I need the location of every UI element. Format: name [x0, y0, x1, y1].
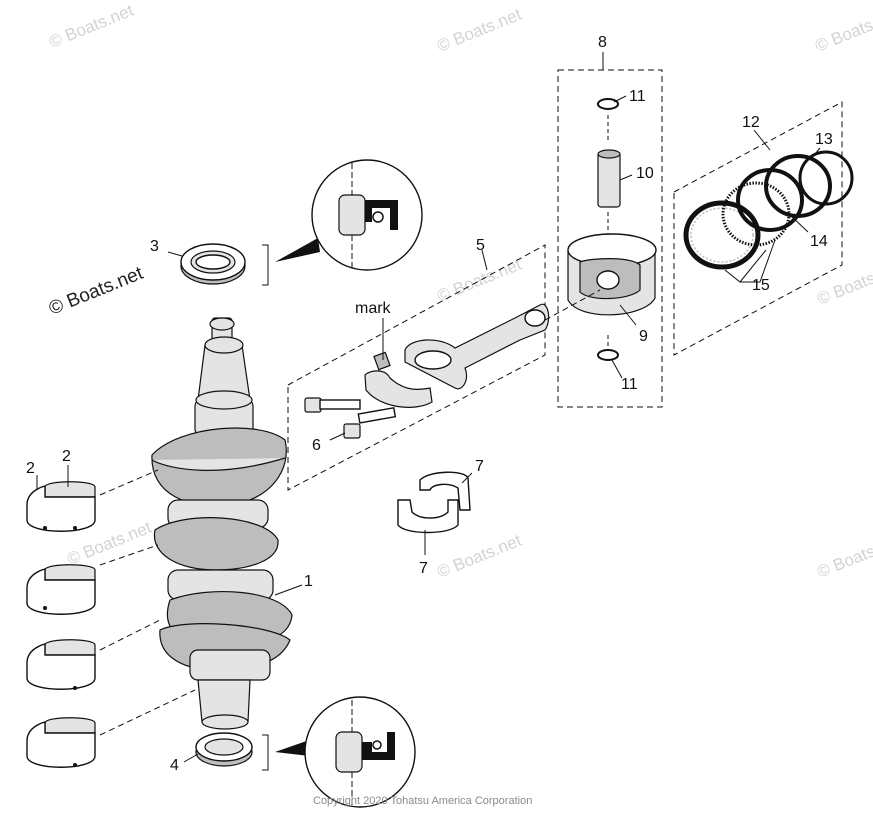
crankshaft — [151, 317, 293, 730]
oil-seal-upper — [180, 243, 246, 285]
mark-label: mark — [355, 300, 392, 317]
callout-3: 3 — [150, 238, 159, 255]
piston-group-box — [557, 69, 663, 408]
callout-1: 1 — [304, 573, 313, 590]
callout-11: 11 — [621, 376, 638, 393]
watermark: © Boats.net — [814, 258, 873, 309]
piston-pin-clip-lower — [597, 349, 619, 361]
callout-8: 8 — [598, 34, 607, 51]
con-rod-group-box — [287, 244, 546, 491]
connecting-rod-cap — [364, 351, 433, 408]
main-bearing-pair — [26, 481, 96, 532]
main-bearing-pair — [26, 717, 96, 768]
piston-rings — [683, 150, 854, 270]
callout-5: 5 — [476, 237, 485, 254]
leader-lines — [36, 52, 821, 763]
callout-13: 13 — [815, 131, 833, 148]
con-rod-bearings — [397, 471, 471, 534]
callout-11: 11 — [629, 88, 646, 105]
seal-orientation-detail-lower — [275, 696, 416, 808]
callout-7: 7 — [475, 458, 484, 475]
watermark: © Boats.net — [434, 531, 524, 582]
oil-seal-lower — [195, 732, 253, 767]
piston-pin — [597, 149, 621, 208]
main-bearing-pair — [26, 564, 96, 615]
main-bearings — [26, 481, 96, 768]
main-bearing-pair — [26, 639, 96, 690]
callout-2: 2 — [62, 448, 71, 465]
copyright: Copyright 2020 Tohatsu America Corporati… — [313, 795, 532, 807]
callout-4: 4 — [170, 757, 179, 774]
callout-14: 14 — [810, 233, 828, 250]
callout-10: 10 — [636, 165, 654, 182]
piston-pin-clip-upper — [597, 98, 619, 110]
watermark: © Boats.net — [814, 531, 873, 582]
callout-7: 7 — [419, 560, 428, 577]
watermark: © Boats.net — [46, 1, 136, 52]
piston — [567, 233, 657, 316]
callout-2: 2 — [26, 460, 35, 477]
seal-orientation-detail-upper — [275, 159, 423, 271]
callout-15: 15 — [752, 277, 770, 294]
con-rod-bolts — [304, 397, 397, 439]
callouts: 1 2 2 3 4 5 6 7 7 8 9 10 11 11 12 13 14 … — [26, 34, 833, 774]
callout-9: 9 — [639, 328, 648, 345]
connecting-rod — [404, 303, 550, 390]
watermark: © Boats.net — [434, 5, 524, 56]
callout-6: 6 — [312, 437, 321, 454]
piston-ring-group-box — [673, 101, 843, 356]
watermark: © Boats.net — [812, 5, 873, 56]
callout-12: 12 — [742, 114, 760, 131]
watermark-large: © Boats.net — [46, 263, 147, 320]
